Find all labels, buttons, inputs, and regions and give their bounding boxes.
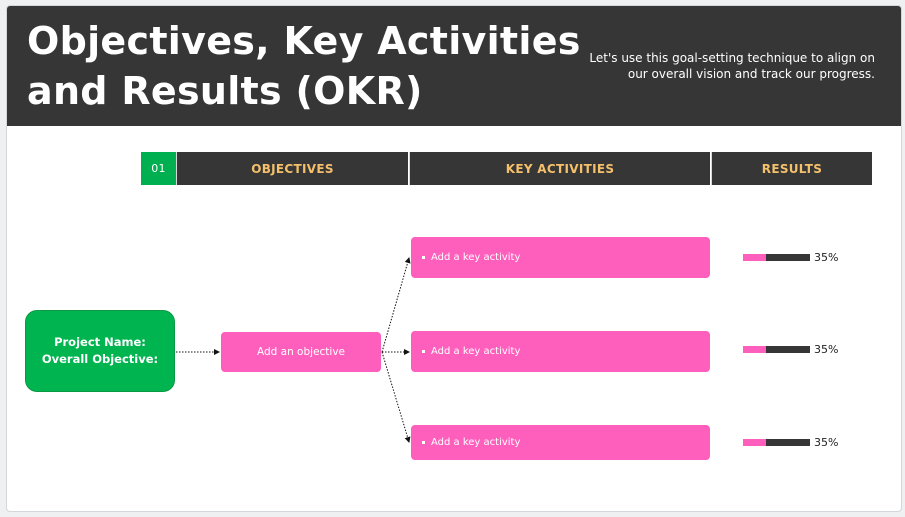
progress-bar xyxy=(743,253,810,261)
column-header-objectives: OBJECTIVES xyxy=(176,152,408,185)
section-number: 01 xyxy=(141,152,176,185)
progress-bar xyxy=(743,345,810,353)
page-title: Objectives, Key Activities and Results (… xyxy=(27,16,607,116)
progress-bar-fill xyxy=(743,253,767,261)
key-activity-node[interactable]: Add a key activity xyxy=(411,237,710,278)
progress-percent: 35% xyxy=(814,435,839,449)
connector-arrows xyxy=(176,257,411,443)
key-activity-node[interactable]: Add a key activity xyxy=(411,331,710,372)
key-activity-node[interactable]: Add a key activity xyxy=(411,425,710,460)
bullet-icon xyxy=(422,256,425,259)
overall-objective-label: Overall Objective: xyxy=(41,352,159,366)
progress-percent: 35% xyxy=(814,342,839,356)
objective-label: Add an objective xyxy=(256,346,346,358)
title-line-2: and Results (OKR) xyxy=(27,69,423,113)
arrow-objective-to-activity-3 xyxy=(381,351,411,443)
key-activity-label: Add a key activity xyxy=(431,437,521,448)
project-name-label: Project Name: xyxy=(54,335,146,349)
progress-percent: 35% xyxy=(814,250,839,264)
project-node[interactable]: Project Name: Overall Objective: xyxy=(25,310,175,392)
okr-slide: Objectives, Key Activities and Results (… xyxy=(6,5,902,512)
key-activity-label: Add a key activity xyxy=(431,346,521,357)
slide-header: Objectives, Key Activities and Results (… xyxy=(7,6,901,126)
bullet-icon xyxy=(422,350,425,353)
result-item: 35% xyxy=(743,341,838,357)
progress-bar-fill xyxy=(743,345,767,353)
progress-bar xyxy=(743,438,810,446)
arrow-objective-to-activity-1 xyxy=(381,257,411,353)
column-header-results: RESULTS xyxy=(711,152,872,185)
page-subtitle: Let's use this goal-setting technique to… xyxy=(589,51,875,81)
title-line-1: Objectives, Key Activities xyxy=(27,19,581,63)
result-item: 35% xyxy=(743,249,838,265)
progress-bar-fill xyxy=(743,438,767,446)
objective-node[interactable]: Add an objective xyxy=(221,332,381,372)
key-activity-label: Add a key activity xyxy=(431,252,521,263)
bullet-icon xyxy=(422,441,425,444)
result-item: 35% xyxy=(743,434,838,450)
column-header-key-activities: KEY ACTIVITIES xyxy=(409,152,710,185)
